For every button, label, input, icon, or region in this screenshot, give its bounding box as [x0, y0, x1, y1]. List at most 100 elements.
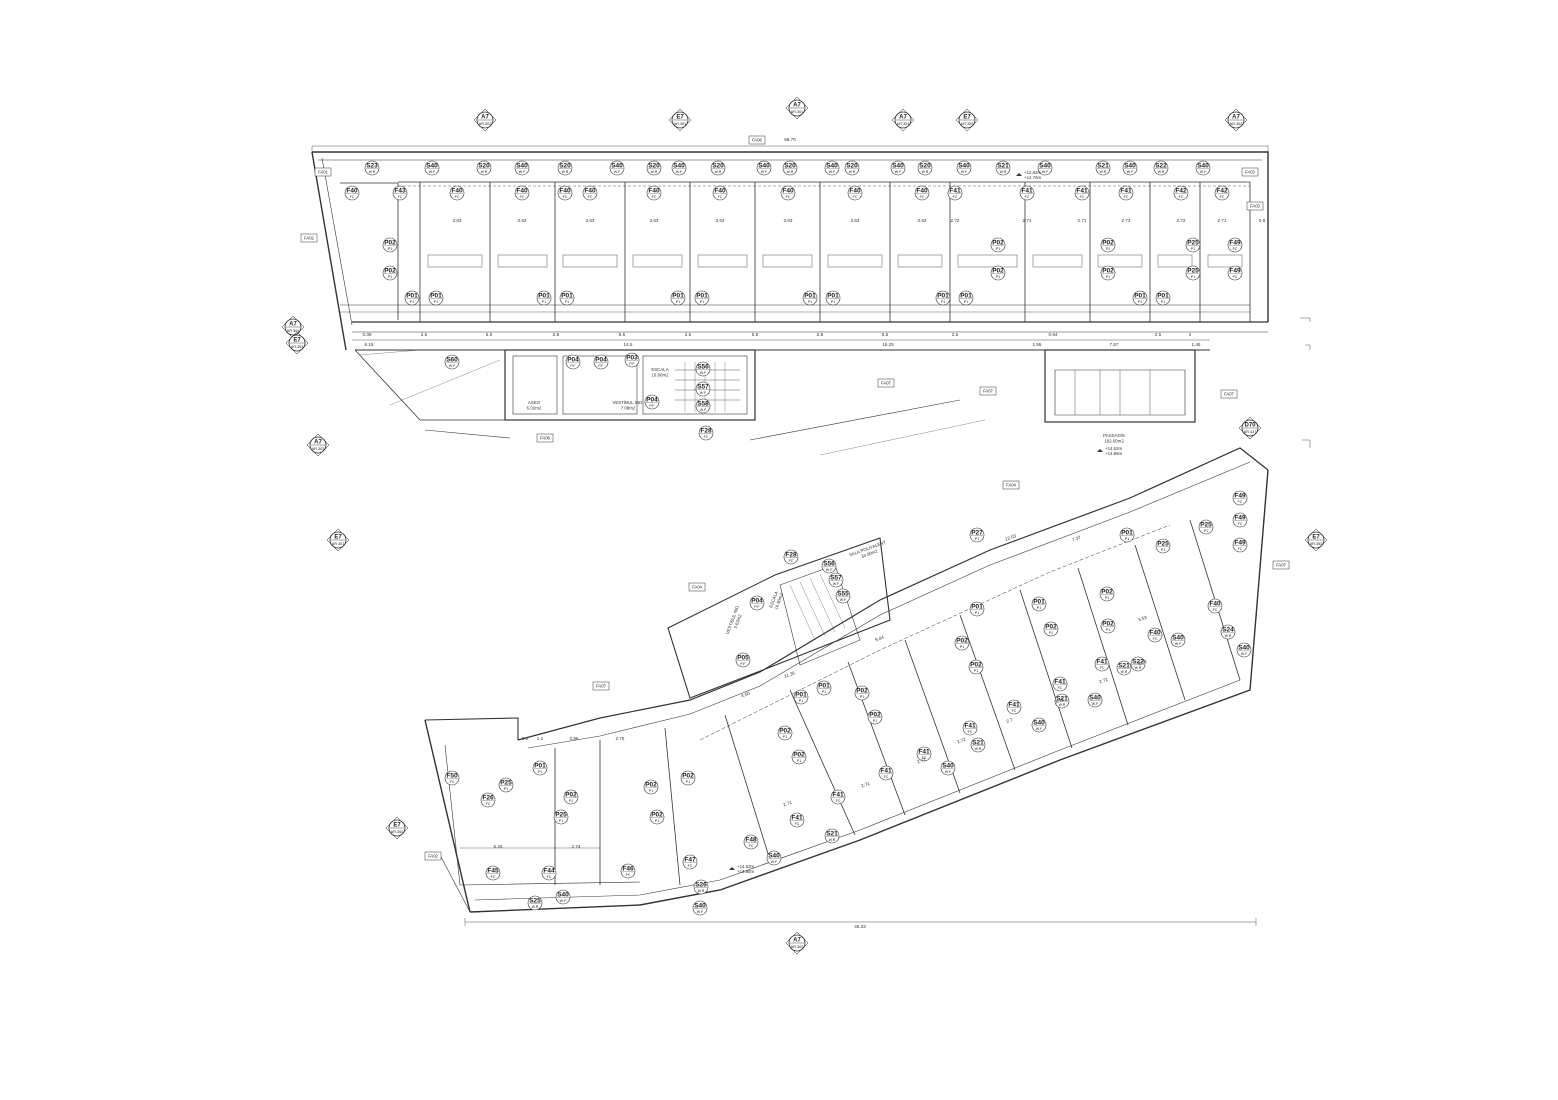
- bathroom-block: [957, 254, 1018, 268]
- window-tag-bottom-sub: W.R: [532, 905, 539, 909]
- door-tag-sub: P1: [941, 300, 945, 304]
- core-tag-code: F28: [700, 428, 712, 435]
- room-tag-sub: FC: [652, 195, 657, 199]
- room-area: 182.60m2: [1104, 439, 1124, 444]
- window-tag-bottom-code: S40: [557, 892, 569, 899]
- window-tag-bottom-sub: W.R: [829, 838, 836, 842]
- room-tag-bottom-code: P25: [1157, 541, 1169, 548]
- door-tag-sub: P1: [1161, 300, 1165, 304]
- room-tag-bottom-sub: FC: [968, 730, 973, 734]
- room-tag-bottom-sub: P1: [960, 645, 964, 649]
- facade-tag-label: FA03: [1245, 170, 1255, 175]
- window-tag-code: S20: [784, 163, 796, 170]
- window-tag-bottom-sub: W.F: [697, 910, 704, 914]
- room-tag-code: F40: [782, 188, 794, 195]
- room-tag-bottom-code: F26: [482, 795, 494, 802]
- bathroom-block: [827, 254, 883, 268]
- room-tag-sub: FC: [1124, 195, 1129, 199]
- window-tag-code: S40: [426, 163, 438, 170]
- room-tag-code: F41: [1021, 188, 1033, 195]
- room-tag-bottom-code: P02: [565, 792, 577, 799]
- bottom-dimension: 2.72: [916, 757, 927, 765]
- level-marker-bottom-text: +14.52m: [737, 864, 755, 869]
- core-tag-code: S57: [697, 384, 709, 391]
- window-tag-bottom-code: S21: [1118, 663, 1130, 670]
- room-tag-bottom-code: F47: [684, 857, 696, 864]
- facade-tag-core-label: FA04: [692, 585, 702, 590]
- corridor-dimension: 5.5: [882, 332, 889, 337]
- bathroom-block: [497, 254, 548, 268]
- door-tag-sub: FC: [1233, 247, 1238, 251]
- window-tag-bottom-code: S22: [1132, 659, 1144, 666]
- bottom-dimension: 11.36: [783, 670, 796, 679]
- window-tag-code: S40: [758, 163, 770, 170]
- facade-tag-core-label: FA07: [596, 684, 606, 689]
- room-tag-sub: FC: [786, 195, 791, 199]
- room-tag-bottom-sub: FC: [1012, 709, 1017, 713]
- core-tag-sub: P.F: [629, 362, 635, 366]
- room-tag-sub: FC: [718, 195, 723, 199]
- room-tag-bottom-code: P01: [1033, 599, 1045, 606]
- room-tag-bottom-code: P02: [779, 728, 791, 735]
- section-marker-ref: AR.301: [332, 542, 345, 546]
- window-tag-sub: W.F: [761, 170, 768, 174]
- room-tag-sub: FC: [1080, 195, 1085, 199]
- door-tag-code: P02: [992, 268, 1004, 275]
- room-name: PASSADÍS: [1103, 433, 1125, 438]
- room-tag-bottom-code: P02: [1102, 621, 1114, 628]
- window-tag-code: S23: [366, 163, 378, 170]
- facade-tag: FA03: [1246, 201, 1264, 211]
- level-marker-bottom-text: +14.86m: [737, 869, 755, 874]
- room-tag-bottom-sub: FC: [795, 822, 800, 826]
- door-tag-sub: P1: [410, 300, 414, 304]
- section-marker-ref: AR.437: [1244, 430, 1257, 434]
- window-tag-sub: W.F: [961, 170, 968, 174]
- door-tag-sub: P1: [1106, 247, 1110, 251]
- core-tag-code: S56: [697, 364, 709, 371]
- room-tag-bottom-sub: FC: [1238, 547, 1243, 551]
- interior-dimension: 3.63: [518, 218, 527, 223]
- room-tag-bottom-code: P02: [856, 688, 868, 695]
- core-tag-code: F28: [785, 552, 797, 559]
- door-tag-code: P02: [1102, 240, 1114, 247]
- core-tag-code: P27: [971, 530, 983, 537]
- core-tag-sub: W.F: [700, 371, 707, 375]
- section-marker-code: E7: [293, 338, 301, 344]
- room-tag-bottom-code: P02: [869, 712, 881, 719]
- core-tag-sub: P.F: [649, 404, 655, 408]
